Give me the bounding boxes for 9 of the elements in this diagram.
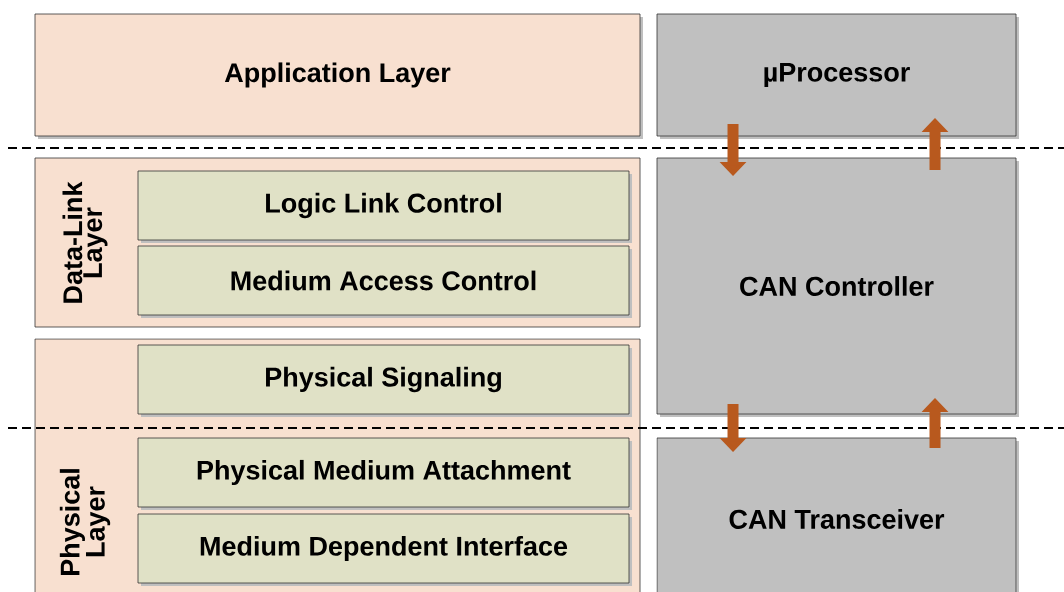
hardware-box: µProcessor — [656, 13, 1019, 139]
sublayer-box: Logic Link Control — [137, 170, 632, 243]
hardware-box: CAN Controller — [656, 157, 1019, 417]
sublayer-box: Medium Access Control — [137, 245, 632, 318]
sublayer-box: Physical Signaling — [137, 344, 632, 417]
sublayer-box: Medium Dependent Interface — [137, 513, 632, 586]
sublayer-box: Physical Medium Attachment — [137, 437, 632, 510]
hardware-box: CAN Transceiver — [656, 437, 1019, 592]
layer-box: Application Layer — [34, 13, 643, 139]
